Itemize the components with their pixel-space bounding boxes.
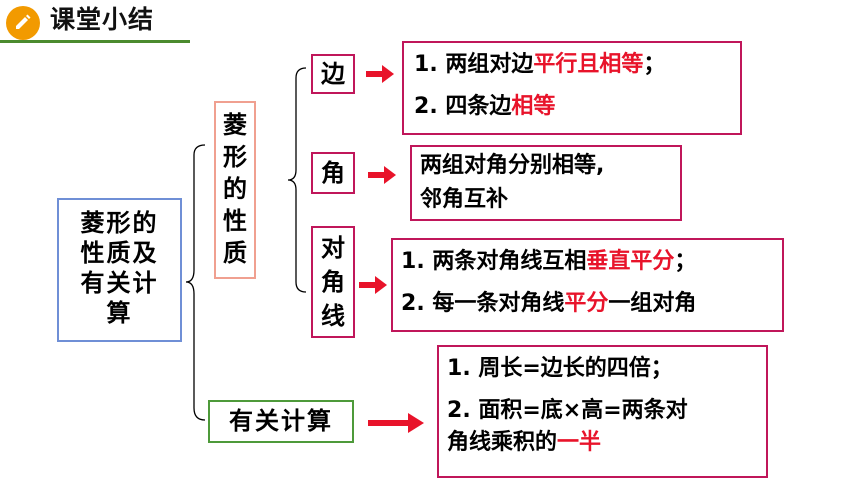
arrow-calc (368, 413, 424, 433)
properties-char: 形 (223, 143, 247, 171)
angle-node: 角 (311, 152, 355, 194)
root-line-1: 菱形的 (80, 209, 159, 237)
diagonal-result: 1. 两条对角线互相垂直平分； 2. 每一条对角线平分一组对角 (391, 238, 784, 332)
edge-result-line-1: 1. 两组对边平行且相等； (414, 52, 666, 77)
diagonal-char: 角 (321, 268, 345, 296)
properties-char: 质 (223, 239, 247, 267)
header-underline (0, 40, 190, 43)
angle-result-line-1: 两组对角分别相等, (420, 153, 605, 178)
angle-result: 两组对角分别相等, 邻角互补 (410, 145, 682, 221)
calculation-result-line-1: 1. 周长=边长的四倍； (447, 356, 673, 381)
edge-result: 1. 两组对边平行且相等； 2. 四条边相等 (402, 41, 742, 135)
pencil-icon (6, 6, 40, 40)
root-line-2: 性质及 (80, 239, 159, 267)
edge-result-line-2: 2. 四条边相等 (414, 94, 556, 119)
properties-char: 菱 (223, 111, 247, 139)
diagonal-result-line-1: 1. 两条对角线互相垂直平分； (401, 249, 697, 274)
arrow-diagonal (359, 276, 387, 294)
calculation-result-line-2: 2. 面积=底×高=两条对 (447, 398, 688, 423)
edge-node: 边 (311, 54, 355, 94)
diagonal-char: 对 (321, 234, 345, 262)
calculation-result: 1. 周长=边长的四倍； 2. 面积=底×高=两条对 角线乘积的一半 (437, 345, 768, 478)
diagonal-node: 对 角 线 (311, 226, 355, 338)
root-line-4: 算 (106, 299, 133, 327)
angle-result-line-2: 邻角互补 (420, 187, 509, 212)
properties-char: 性 (223, 207, 247, 235)
calculation-node: 有关计算 (208, 400, 354, 443)
root-node: 菱形的 性质及 有关计 算 (57, 198, 182, 342)
arrow-angle (368, 166, 396, 184)
properties-node: 菱 形 的 性 质 (214, 101, 256, 279)
calculation-result-line-3: 角线乘积的一半 (447, 430, 602, 455)
properties-char: 的 (223, 175, 247, 203)
diagonal-result-line-2: 2. 每一条对角线平分一组对角 (401, 291, 697, 316)
page-title: 课堂小结 (50, 5, 155, 34)
root-line-3: 有关计 (80, 269, 159, 297)
arrow-edge (366, 65, 394, 83)
diagonal-char: 线 (321, 302, 345, 330)
